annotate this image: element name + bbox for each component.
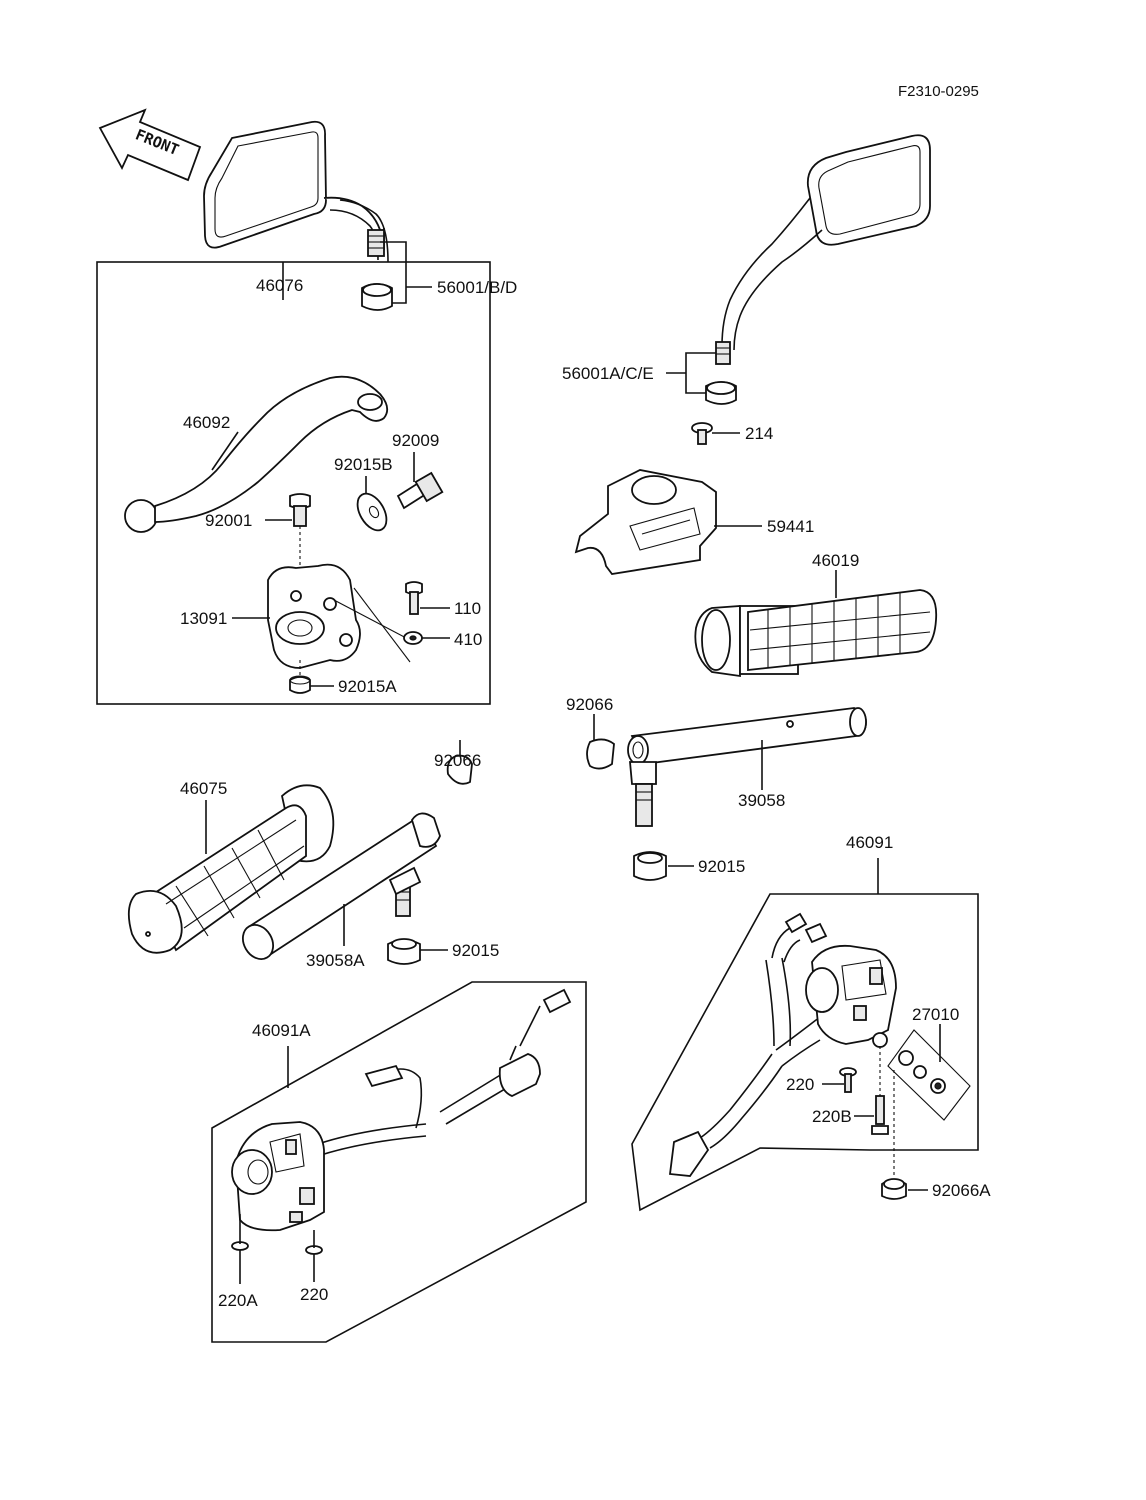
callout-screw-220-left: 220 bbox=[300, 1285, 328, 1304]
callout-nut-92015a: 92015A bbox=[338, 677, 397, 696]
callout-pipe-39058: 39058 bbox=[738, 791, 785, 810]
left-switch-box bbox=[211, 981, 587, 1343]
right-switch-housing bbox=[805, 944, 897, 1048]
callout-screw-220-right: 220 bbox=[786, 1075, 814, 1094]
callout-nut-92015-left: 92015 bbox=[452, 941, 499, 960]
callout-bolt-92001: 92001 bbox=[205, 511, 252, 530]
right-mirror bbox=[721, 134, 931, 351]
right-switch-wiring bbox=[668, 912, 833, 1177]
callout-cap-92066a: 92066A bbox=[932, 1181, 991, 1200]
callout-lever-assy: 46076 bbox=[256, 276, 303, 295]
callout-grip-46019: 46019 bbox=[812, 551, 859, 570]
callout-mirror-left: 56001/B/D bbox=[437, 278, 517, 297]
screw-220-left bbox=[305, 1230, 323, 1255]
callout-cap-92066-right: 92066 bbox=[566, 695, 613, 714]
front-arrow-icon: FRONT bbox=[98, 108, 202, 182]
callout-part-27010: 27010 bbox=[912, 1005, 959, 1024]
reference-code: F2310-0295 bbox=[898, 83, 979, 100]
callout-screw-220b: 220B bbox=[812, 1107, 852, 1126]
callout-switch-46091: 46091 bbox=[846, 833, 893, 852]
screw-214 bbox=[691, 422, 713, 445]
left-switch-wiring bbox=[317, 988, 572, 1157]
part-27010 bbox=[887, 1029, 971, 1121]
lever-assy-box bbox=[96, 261, 491, 705]
callout-holder-13091: 13091 bbox=[180, 609, 227, 628]
lever-holder-13091 bbox=[267, 563, 361, 669]
callout-bolt-110: 110 bbox=[454, 599, 481, 618]
callout-pipe-39058a: 39058A bbox=[306, 951, 365, 970]
callout-screw-220a: 220A bbox=[218, 1291, 258, 1310]
washer-92015b bbox=[356, 492, 388, 532]
bolt-92001 bbox=[289, 493, 311, 527]
nut-92015-right bbox=[633, 851, 667, 881]
callout-washer-92015b: 92015B bbox=[334, 455, 393, 474]
callout-cap-92066-left: 92066 bbox=[434, 751, 481, 770]
callout-mirror-right: 56001A/C/E bbox=[562, 364, 654, 383]
switch-cover-59441 bbox=[574, 469, 717, 575]
screw-220-right bbox=[839, 1067, 857, 1093]
throttle-pipe-39058 bbox=[627, 707, 867, 827]
washer-410 bbox=[403, 631, 423, 645]
callout-grip-46075: 46075 bbox=[180, 779, 227, 798]
screw-220b bbox=[871, 1046, 889, 1135]
left-switch-housing bbox=[231, 1121, 325, 1232]
left-mirror-stud bbox=[361, 229, 393, 311]
adjuster-92009 bbox=[396, 471, 444, 510]
throttle-grip-46019 bbox=[694, 589, 938, 678]
nut-92015-left bbox=[387, 938, 421, 965]
bolt-110 bbox=[405, 581, 423, 615]
grip-46075 bbox=[127, 784, 335, 954]
clutch-lever bbox=[124, 375, 389, 533]
callout-switch-46091a: 46091A bbox=[252, 1021, 311, 1040]
callout-adjuster-92009: 92009 bbox=[392, 431, 439, 450]
right-mirror-stud bbox=[705, 341, 737, 405]
callout-washer-410: 410 bbox=[454, 630, 482, 649]
cap-92066-left bbox=[446, 754, 473, 785]
left-mirror bbox=[203, 120, 389, 263]
cap-92066a bbox=[881, 1070, 907, 1200]
callout-nut-92015-right: 92015 bbox=[698, 857, 745, 876]
nut-92015a bbox=[289, 675, 311, 694]
callout-lever: 46092 bbox=[183, 413, 230, 432]
right-switch-box bbox=[631, 893, 979, 1212]
callout-cover-59441: 59441 bbox=[767, 517, 814, 536]
pipe-39058a bbox=[242, 812, 441, 960]
callout-screw-214: 214 bbox=[745, 424, 773, 443]
cap-92066-right bbox=[586, 738, 615, 770]
